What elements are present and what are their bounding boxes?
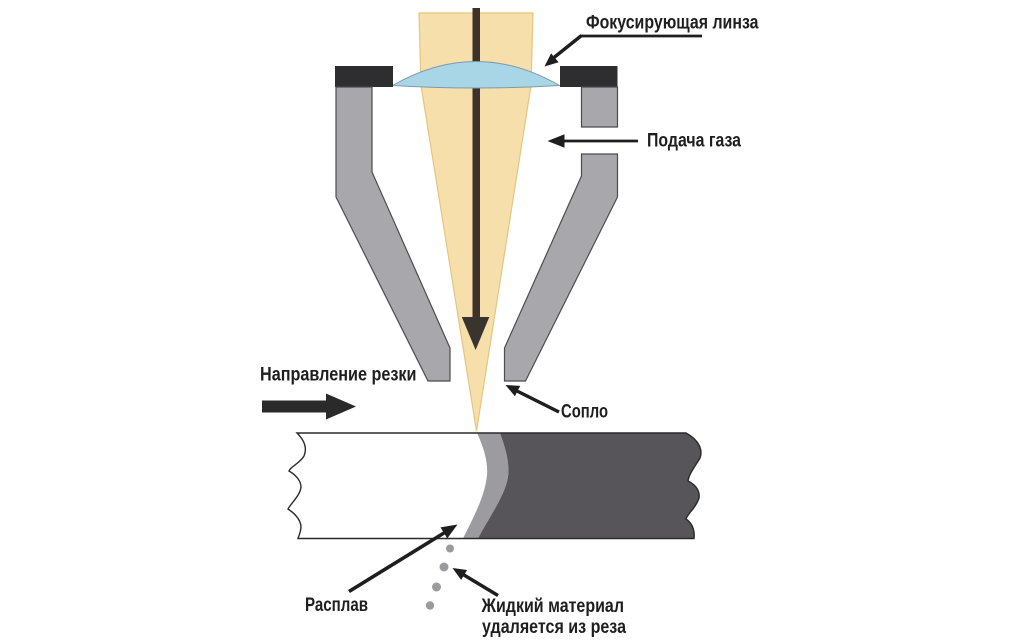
svg-text:удаляется из реза: удаляется из реза [482,617,626,638]
svg-text:Расплав: Расплав [305,595,368,616]
svg-text:Подача газа: Подача газа [647,131,741,152]
svg-text:Сопло: Сопло [561,401,608,422]
svg-text:Жидкий материал: Жидкий материал [481,596,624,617]
svg-text:Фокусирующая линза: Фокусирующая линза [586,13,759,34]
svg-text:Направление резки: Направление резки [260,364,417,385]
